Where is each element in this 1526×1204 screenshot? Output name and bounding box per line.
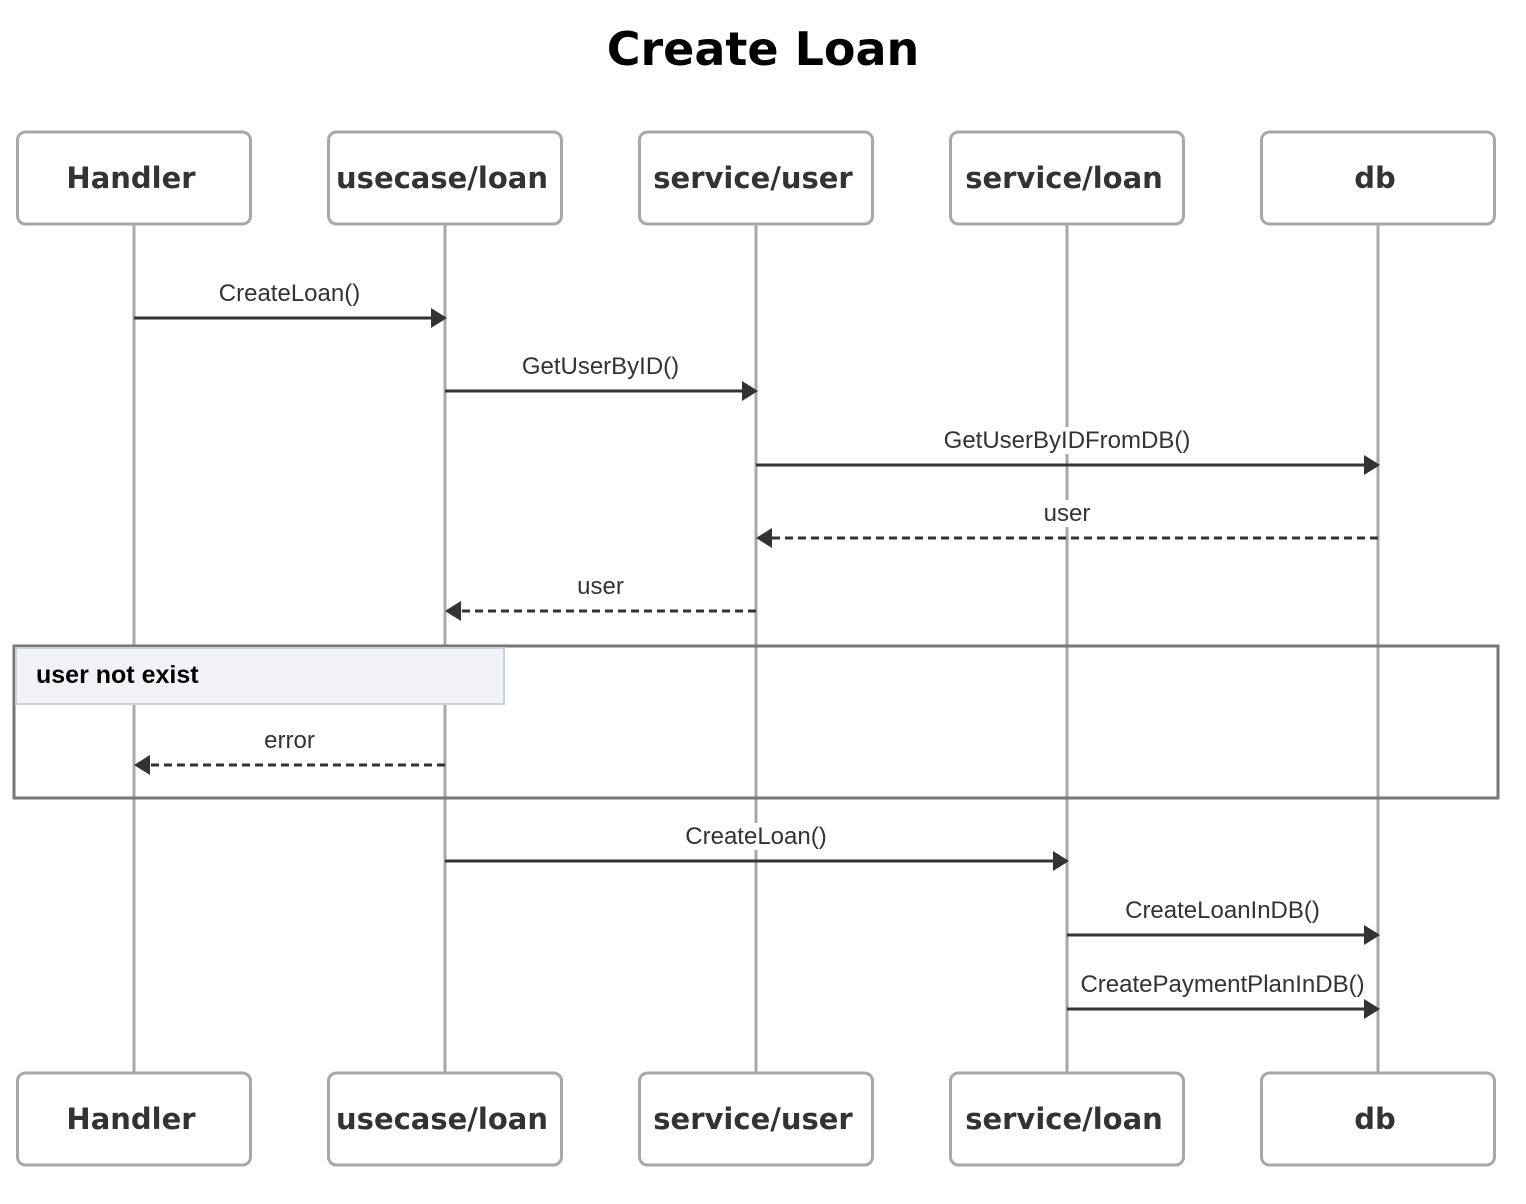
message-label: user bbox=[1044, 500, 1091, 527]
participant-handler-bottom: Handler bbox=[16, 1071, 252, 1167]
participant-label: db bbox=[1354, 161, 1396, 195]
participant-db-bottom: db bbox=[1260, 1071, 1496, 1167]
message-label-bg bbox=[682, 823, 830, 850]
message-1: CreateLoan() bbox=[134, 280, 447, 328]
message-label-bg bbox=[1122, 897, 1323, 924]
participant-service_user-top: service/user bbox=[638, 130, 874, 226]
message-9: CreatePaymentPlanInDB() bbox=[1067, 971, 1380, 1019]
participant-box bbox=[327, 1071, 563, 1167]
participant-box bbox=[638, 130, 874, 226]
arrow-head-icon bbox=[1364, 455, 1380, 475]
participant-label: usecase/loan bbox=[336, 161, 548, 195]
participant-box bbox=[949, 1071, 1185, 1167]
participant-box bbox=[638, 1071, 874, 1167]
fragment-alt: user not exist bbox=[12, 644, 1500, 800]
arrow-head-icon bbox=[445, 601, 461, 621]
message-label-bg bbox=[940, 427, 1194, 454]
message-7: CreateLoan() bbox=[445, 823, 1069, 871]
message-label: GetUserByID() bbox=[522, 353, 679, 380]
message-label: error bbox=[264, 727, 315, 754]
message-3: GetUserByIDFromDB() bbox=[756, 427, 1380, 475]
participant-box bbox=[16, 130, 252, 226]
message-label-bg bbox=[574, 573, 627, 600]
message-label-bg bbox=[1040, 500, 1094, 527]
arrow-head-icon bbox=[742, 381, 758, 401]
participant-handler-top: Handler bbox=[16, 130, 252, 226]
participant-label: db bbox=[1354, 1102, 1396, 1136]
message-label: CreateLoan() bbox=[219, 280, 360, 307]
message-2: GetUserByID() bbox=[445, 353, 758, 401]
arrow-head-icon bbox=[1364, 925, 1380, 945]
message-5: user bbox=[445, 573, 756, 621]
message-label-bg bbox=[215, 280, 364, 307]
arrow-head-icon bbox=[1053, 851, 1069, 871]
message-label-bg bbox=[261, 727, 318, 754]
participant-service_loan-top: service/loan bbox=[949, 130, 1185, 226]
participant-label: Handler bbox=[66, 161, 196, 195]
participant-label: service/user bbox=[653, 1102, 853, 1136]
participant-db-top: db bbox=[1260, 130, 1496, 226]
message-6: error bbox=[134, 727, 445, 775]
participant-box bbox=[16, 1071, 252, 1167]
fragment-frame bbox=[12, 644, 1500, 800]
diagram-title: Create Loan bbox=[606, 22, 920, 76]
message-label: CreateLoanInDB() bbox=[1125, 897, 1320, 924]
message-label: GetUserByIDFromDB() bbox=[944, 427, 1191, 454]
participant-usecase_loan-bottom: usecase/loan bbox=[327, 1071, 563, 1167]
participant-service_loan-bottom: service/loan bbox=[949, 1071, 1185, 1167]
message-label-bg bbox=[518, 353, 683, 380]
participant-label: usecase/loan bbox=[336, 1102, 548, 1136]
participant-box bbox=[949, 130, 1185, 226]
message-label: CreateLoan() bbox=[685, 823, 826, 850]
participant-label: service/loan bbox=[965, 1102, 1163, 1136]
arrow-head-icon bbox=[1364, 999, 1380, 1019]
arrow-head-icon bbox=[134, 755, 150, 775]
message-4: user bbox=[756, 500, 1378, 548]
fragment-label-box bbox=[15, 647, 505, 705]
participant-box bbox=[1260, 1071, 1496, 1167]
arrow-head-icon bbox=[431, 308, 447, 328]
participant-service_user-bottom: service/user bbox=[638, 1071, 874, 1167]
participant-label: service/user bbox=[653, 161, 853, 195]
message-label: CreatePaymentPlanInDB() bbox=[1080, 971, 1364, 998]
fragment-label: user not exist bbox=[36, 661, 199, 689]
arrow-head-icon bbox=[756, 528, 772, 548]
participant-box bbox=[327, 130, 563, 226]
message-label: user bbox=[577, 573, 624, 600]
participant-box bbox=[1260, 130, 1496, 226]
message-label-bg bbox=[1077, 971, 1368, 998]
participant-label: Handler bbox=[66, 1102, 196, 1136]
participant-label: service/loan bbox=[965, 161, 1163, 195]
participant-usecase_loan-top: usecase/loan bbox=[327, 130, 563, 226]
message-8: CreateLoanInDB() bbox=[1067, 897, 1380, 945]
